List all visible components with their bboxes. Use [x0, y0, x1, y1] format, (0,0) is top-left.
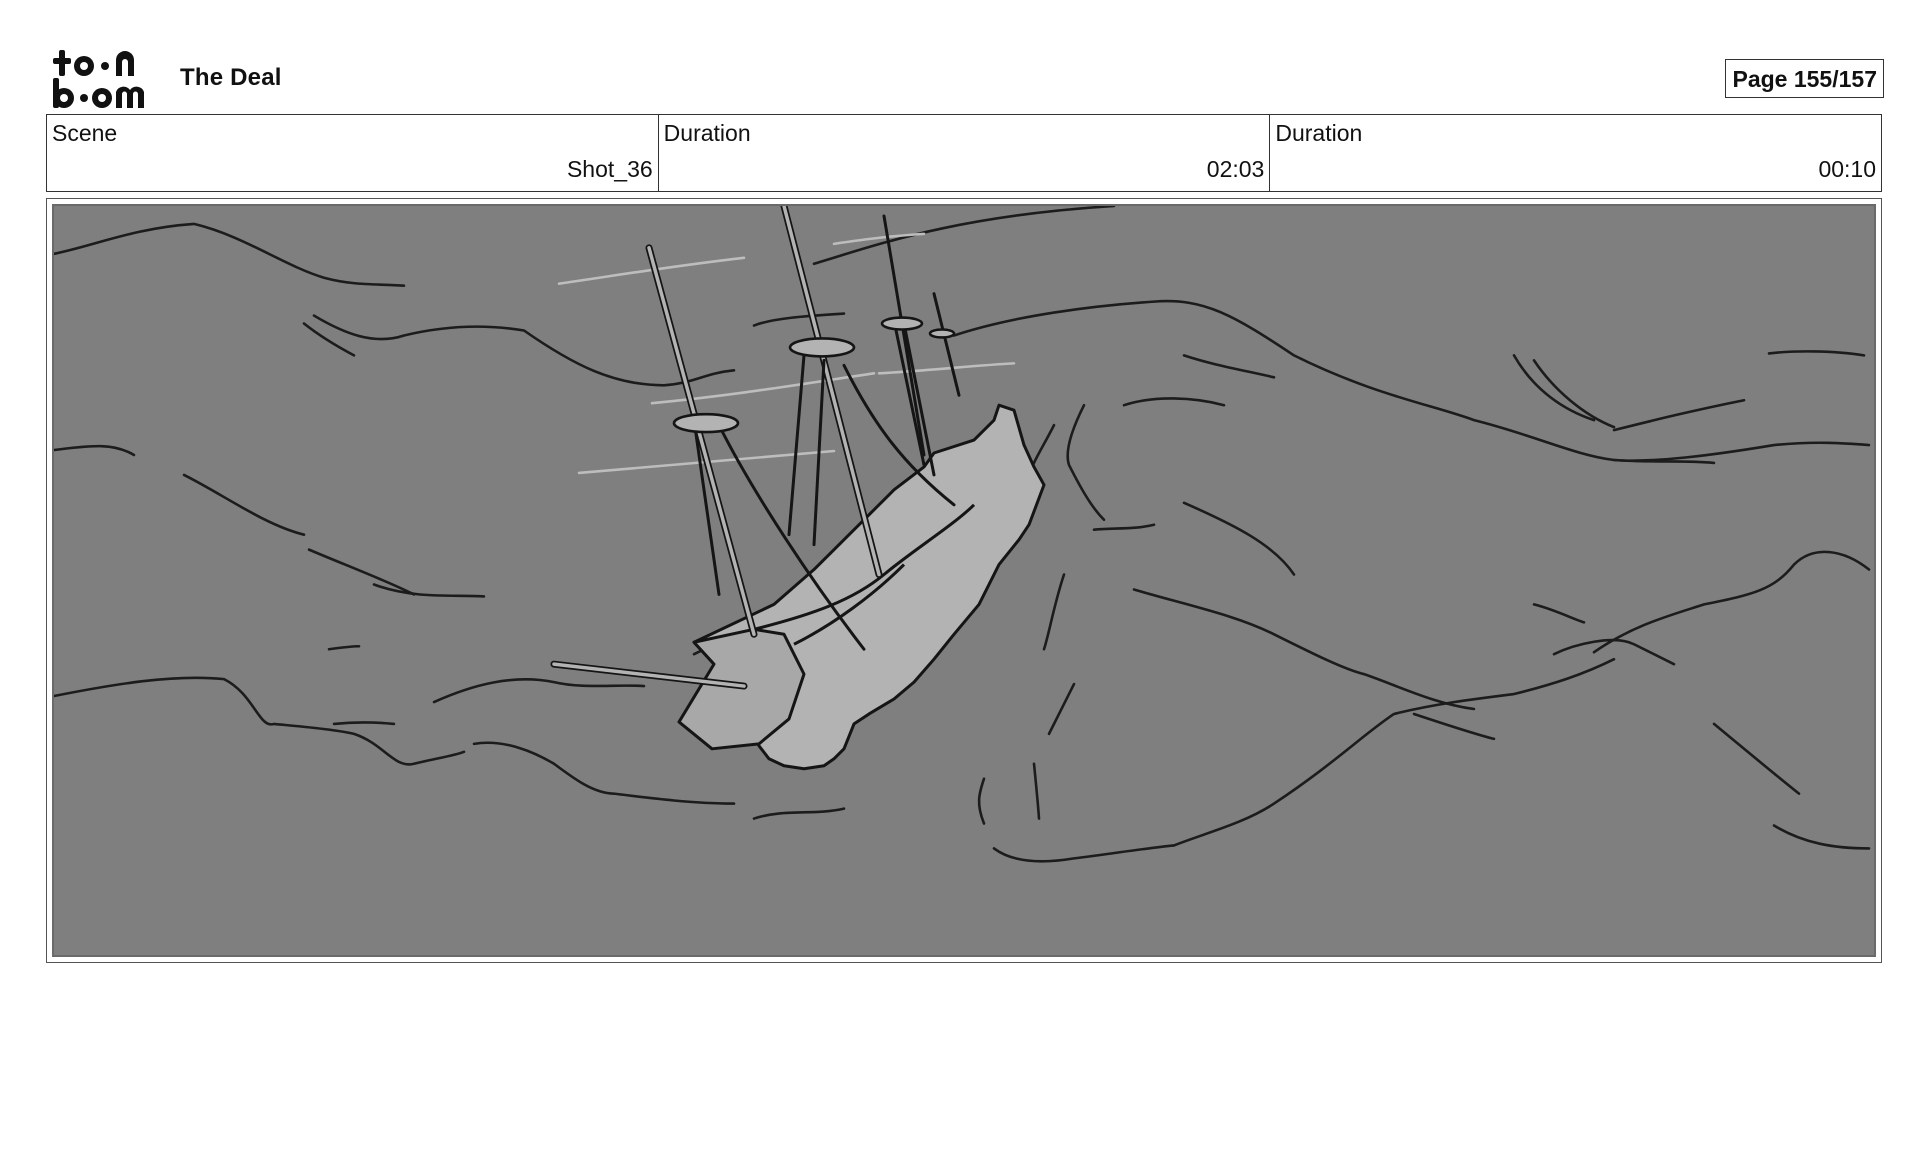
- ship-masts: [550, 206, 961, 690]
- page-header: The Deal Page 155/157: [46, 46, 1884, 108]
- page-number: Page 155/157: [1725, 59, 1884, 98]
- duration-cell-panel: Duration 00:10: [1270, 115, 1881, 191]
- storyboard-panel: [46, 198, 1882, 963]
- shot-info-table: Scene Shot_36 Duration 02:03 Duration 00…: [46, 114, 1882, 192]
- duration-value-total: 02:03: [1206, 156, 1265, 182]
- scene-value: Shot_36: [566, 156, 653, 182]
- rain-streaks: [557, 232, 1016, 475]
- duration-label-panel: Duration: [1275, 120, 1363, 146]
- scene-cell: Scene Shot_36: [47, 115, 659, 191]
- scene-label: Scene: [52, 120, 118, 146]
- logo-icon: [53, 50, 144, 108]
- crows-nests: [672, 316, 956, 434]
- toon-boom-logo: [50, 48, 160, 110]
- project-title: The Deal: [180, 64, 282, 91]
- duration-cell-total: Duration 02:03: [659, 115, 1271, 191]
- panel-drawing: [52, 204, 1876, 957]
- wave-lines: [54, 206, 1871, 863]
- ship-storm-sketch: [54, 206, 1871, 863]
- duration-label-total: Duration: [663, 120, 751, 146]
- duration-value-panel: 00:10: [1818, 156, 1877, 182]
